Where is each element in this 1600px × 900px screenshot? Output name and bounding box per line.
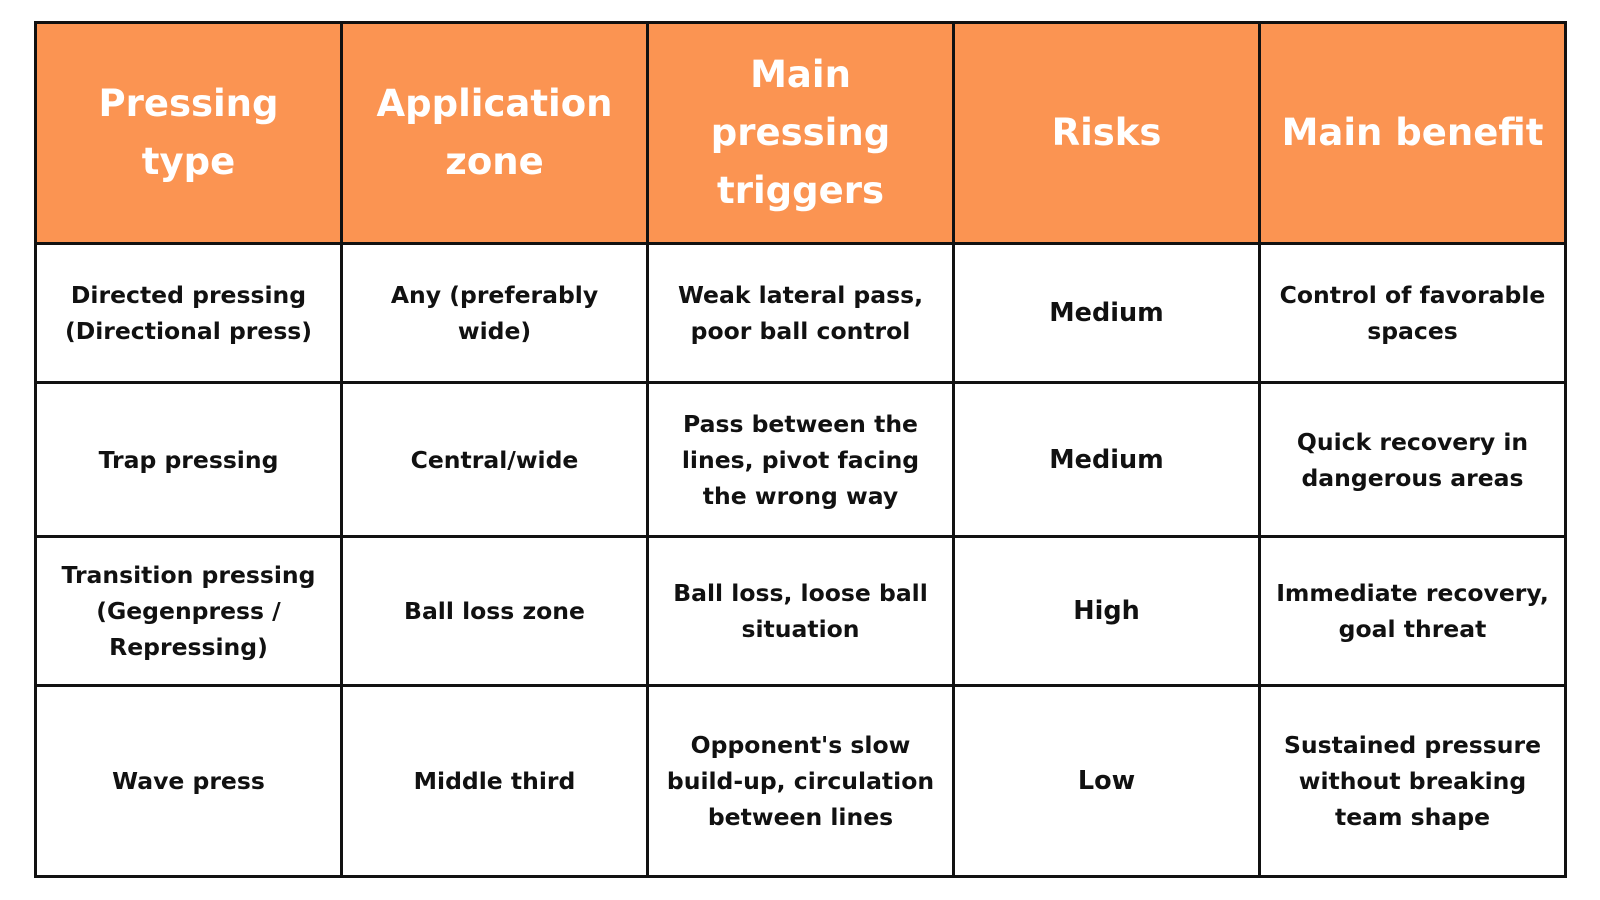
cell-pressing-type: Trap pressing [34, 381, 343, 538]
header-application-zone: Application zone [340, 21, 649, 245]
cell-benefit: Quick recovery in dangerous areas [1258, 381, 1567, 538]
cell-application-zone: Any (preferably wide) [340, 242, 649, 384]
cell-triggers: Ball loss, loose ball situation [646, 535, 955, 687]
cell-benefit: Sustained pressure without breaking team… [1258, 684, 1567, 878]
cell-triggers: Pass between the lines, pivot facing the… [646, 381, 955, 538]
header-pressing-type: Pressing type [34, 21, 343, 245]
header-risks: Risks [952, 21, 1261, 245]
cell-risks: Medium [952, 381, 1261, 538]
cell-risks: Low [952, 684, 1261, 878]
cell-application-zone: Ball loss zone [340, 535, 649, 687]
cell-pressing-type: Directed pressing (Directional press) [34, 242, 343, 384]
cell-application-zone: Middle third [340, 684, 649, 878]
cell-triggers: Opponent's slow build-up, circulation be… [646, 684, 955, 878]
cell-pressing-type: Wave press [34, 684, 343, 878]
table-row: Transition pressing (Gegenpress / Repres… [34, 535, 1567, 687]
cell-benefit: Immediate recovery, goal threat [1258, 535, 1567, 687]
table-header-row: Pressing type Application zone Main pres… [34, 21, 1567, 245]
header-main-pressing-triggers: Main pressing triggers [646, 21, 955, 245]
header-main-benefit: Main benefit [1258, 21, 1567, 245]
cell-risks: High [952, 535, 1261, 687]
table-row: Trap pressing Central/wide Pass between … [34, 381, 1567, 538]
pressing-types-table: Pressing type Application zone Main pres… [34, 21, 1567, 878]
cell-application-zone: Central/wide [340, 381, 649, 538]
cell-pressing-type: Transition pressing (Gegenpress / Repres… [34, 535, 343, 687]
table-row: Directed pressing (Directional press) An… [34, 242, 1567, 384]
cell-risks: Medium [952, 242, 1261, 384]
table-row: Wave press Middle third Opponent's slow … [34, 684, 1567, 878]
cell-triggers: Weak lateral pass, poor ball control [646, 242, 955, 384]
pressing-types-table-container: Pressing type Application zone Main pres… [34, 21, 1567, 878]
cell-benefit: Control of favorable spaces [1258, 242, 1567, 384]
